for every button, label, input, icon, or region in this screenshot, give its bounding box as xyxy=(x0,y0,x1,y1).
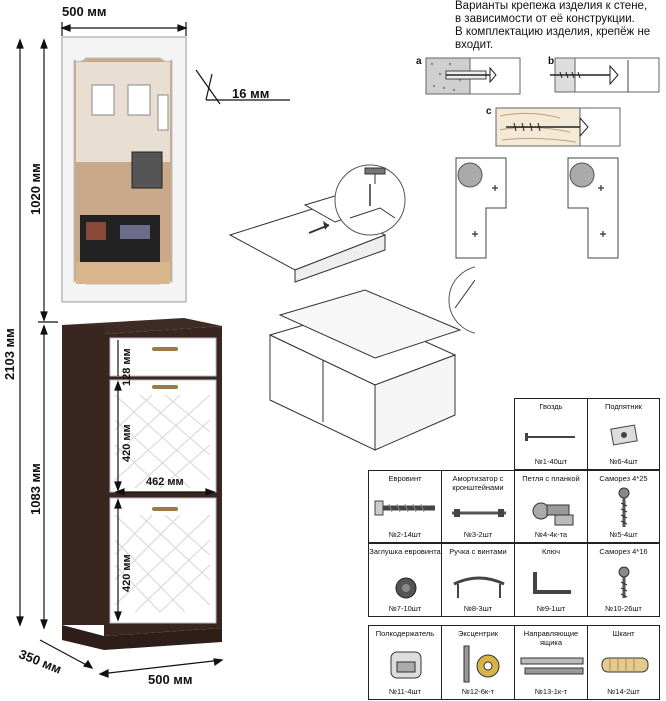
mounting-note: Варианты крепежа изделия к стене, в зави… xyxy=(455,0,665,52)
mount-label-c: c xyxy=(486,106,492,117)
top-width-label: 500 мм xyxy=(62,4,107,19)
mounting-note-line: в зависимости от её конструкции. xyxy=(455,13,635,25)
cabinet-body xyxy=(62,325,104,625)
total-height-label: 2103 мм xyxy=(2,328,17,380)
mount-label-b: b xyxy=(548,56,555,67)
part-name: Заглушка евровинта xyxy=(369,547,441,556)
mirror-thickness-label: 16 мм xyxy=(232,86,270,101)
part-name: Гвоздь xyxy=(539,402,563,411)
part-qty: №3-2шт xyxy=(463,530,493,539)
part-cell: Ручка с винтами №8-3шт xyxy=(441,543,515,617)
mounting-note-line: В комплектацию изделия, крепёж не xyxy=(455,26,651,38)
door-upper xyxy=(109,379,217,493)
part-name: Эксцентрик xyxy=(457,629,499,638)
part-name: Шкант xyxy=(612,629,635,638)
part-qty: №2-14шт xyxy=(388,530,422,539)
inner-width-label: 462 мм xyxy=(146,476,184,488)
part-name: Подпятник xyxy=(605,402,642,411)
hinge-icon xyxy=(532,502,574,526)
assembly-illustration xyxy=(228,164,475,451)
mounting-note-line: Варианты крепежа изделия к стене, xyxy=(455,0,648,12)
door1-height-label: 420 мм xyxy=(121,424,133,462)
part-qty: №1-40шт xyxy=(534,457,568,466)
part-cell: Саморез 4*16 №10-26шт xyxy=(587,543,660,617)
part-name: Саморез 4*16 xyxy=(599,547,648,556)
part-qty: №12-6к-т xyxy=(461,687,495,696)
part-qty: №8-3шт xyxy=(463,604,493,613)
part-qty: №11-4шт xyxy=(389,687,421,696)
part-cell: Ключ №9-1шт xyxy=(514,543,588,617)
part-name: Направляющие ящика xyxy=(523,629,579,647)
drawer-height-label: 128 мм xyxy=(121,348,133,386)
dowel-icon xyxy=(601,657,649,673)
cabinet-height-label: 1083 мм xyxy=(28,463,43,515)
screw-icon xyxy=(618,487,630,527)
part-name: Евровинт xyxy=(388,474,422,483)
bottom-width-label: 500 мм xyxy=(148,672,193,687)
part-qty: №4-4к-та xyxy=(534,530,568,539)
part-cell: Петля с планкой №4-4к-та xyxy=(514,470,588,543)
part-cell: Шкант №14-2шт xyxy=(587,625,660,700)
part-qty: №5-4шт xyxy=(609,530,638,539)
part-qty: №6-4шт xyxy=(609,457,638,466)
damper-icon xyxy=(452,509,506,517)
door2-height-label: 420 мм xyxy=(121,554,133,592)
hex-key-icon xyxy=(533,572,571,594)
part-qty: №13-1к-т xyxy=(534,687,568,696)
part-cell: Заглушка евровинта №7-10шт xyxy=(368,543,442,617)
part-cell: Гвоздь №1-40шт xyxy=(514,398,588,470)
cam-lock-icon xyxy=(463,645,500,683)
part-qty: №14-2шт xyxy=(607,687,640,696)
part-name: Амортизатор с кронштейнами xyxy=(452,474,504,492)
part-cell: Полкодержатель №11-4шт xyxy=(368,625,442,700)
cap-icon xyxy=(395,577,417,599)
part-name: Петля с планкой xyxy=(522,474,580,483)
part-cell: Эксцентрик №12-6к-т xyxy=(441,625,515,700)
mount-label-a: а xyxy=(416,56,422,67)
part-name: Ключ xyxy=(541,547,561,556)
euroscrew-icon xyxy=(374,500,435,516)
part-cell: Евровинт №2-14шт xyxy=(368,470,442,543)
mounting-variants xyxy=(425,57,660,259)
shelf-pin-icon xyxy=(390,651,422,679)
handle-icon xyxy=(453,576,505,598)
part-cell: Амортизатор с кронштейнами №3-2шт xyxy=(441,470,515,543)
part-name: Полкодержатель xyxy=(375,629,435,638)
mirror-height-label: 1020 мм xyxy=(28,163,43,215)
part-name: Саморез 4*25 xyxy=(599,474,648,483)
part-cell: Направляющие ящика №13-1к-т xyxy=(514,625,588,700)
mounting-note-line: входит. xyxy=(455,39,494,51)
part-qty: №7-10шт xyxy=(388,604,422,613)
part-qty: №9-1шт xyxy=(536,604,566,613)
furniture-drawing xyxy=(16,22,290,678)
glide-icon xyxy=(610,424,638,446)
part-cell: Подпятник №6-4шт xyxy=(587,398,660,470)
screw-short-icon xyxy=(618,566,630,598)
drawer-rail-icon xyxy=(520,657,584,675)
nail-icon xyxy=(525,433,575,441)
drawer-front xyxy=(109,337,217,377)
part-qty: №10-26шт xyxy=(605,604,642,613)
part-name: Ручка с винтами xyxy=(449,547,507,556)
part-cell: Саморез 4*25 №5-4шт xyxy=(587,470,660,543)
